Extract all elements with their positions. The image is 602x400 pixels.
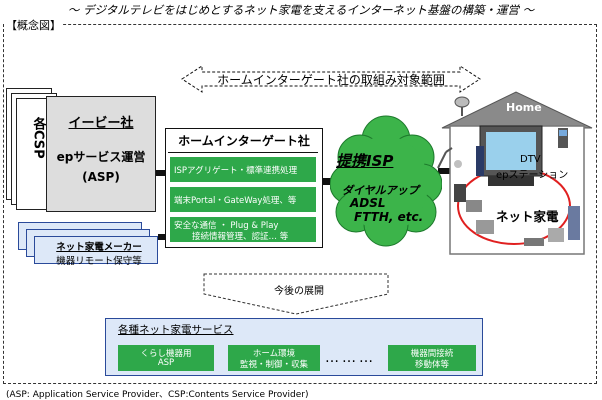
- future-item-text: くらし機器用: [140, 349, 192, 359]
- scope-arrow: [181, 65, 481, 93]
- isp-cloud: [330, 115, 442, 247]
- maker-connector: [158, 234, 166, 240]
- future-item: くらし機器用 ASP: [118, 345, 214, 371]
- future-title: 各種ネット家電サービス: [118, 324, 234, 336]
- hig-row-text: 接続情報管理、認証… 等: [192, 232, 289, 242]
- csp-label: 各CSP: [30, 117, 46, 159]
- hig-title: ホームインターゲート社: [178, 134, 310, 148]
- asp-box: [46, 96, 156, 212]
- scope-label: ホームインターゲート社の取組み対象範囲: [217, 73, 445, 87]
- future-item-text: 機器間接続: [410, 349, 454, 359]
- asp-name: イービー社: [68, 116, 134, 131]
- maker-card: [34, 236, 158, 264]
- future-item-text: 移動体等: [414, 360, 449, 370]
- asp-connector: [156, 170, 166, 176]
- hig-row-text: 安全な通信 ・ Plug & Play: [174, 221, 279, 231]
- hig-row: ISPアグリゲート・標準連携処理: [170, 157, 316, 182]
- future-item-text: ASP: [157, 358, 175, 368]
- home-illustration: [437, 91, 593, 255]
- home-connector: [438, 168, 456, 174]
- hig-row-text: 端末Portal・GateWay処理、等: [174, 196, 297, 206]
- asp-paren: (ASP): [82, 170, 120, 184]
- hig-row-text: ISPアグリゲート・標準連携処理: [174, 166, 298, 176]
- dtv-label: DTV: [520, 154, 541, 165]
- hig-row: 端末Portal・GateWay処理、等: [170, 187, 316, 212]
- appliance-label: ネット家電: [496, 209, 559, 224]
- footer-note: (ASP: Application Service Provider、CSP:C…: [6, 390, 309, 400]
- epstation-label: epステーション: [496, 170, 569, 181]
- asp-role: epサービス運営: [56, 150, 146, 164]
- future-dots: ………: [325, 350, 376, 366]
- home-label: Home: [506, 101, 542, 114]
- isp-line: FTTH, etc.: [354, 210, 424, 224]
- maker-sub: 機器リモート保守等: [56, 256, 142, 267]
- future-item: 機器間接続 移動体等: [388, 345, 476, 371]
- future-item: ホーム環境 監視・制御・収集: [228, 345, 320, 371]
- future-label: 今後の展開: [274, 286, 324, 297]
- future-arrow: [203, 273, 389, 315]
- frame-label: 【概念図】: [4, 17, 63, 33]
- maker-name: ネット家電メーカー: [56, 242, 142, 253]
- isp-line: ダイヤルアップ: [342, 184, 419, 197]
- isp-line: ADSL: [350, 196, 386, 210]
- isp-title: 提携ISP: [336, 152, 394, 170]
- future-item-text: 監視・制御・収集: [239, 360, 308, 370]
- hig-divider: [168, 152, 318, 153]
- page-title: ～ デジタルテレビをはじめとするネット家電を支えるインターネット基盤の構築・運営…: [67, 3, 535, 17]
- future-item-text: ホーム環境: [252, 349, 296, 359]
- concept-frame: [3, 24, 597, 384]
- hig-row: 安全な通信 ・ Plug & Play 接続情報管理、認証… 等: [170, 217, 316, 242]
